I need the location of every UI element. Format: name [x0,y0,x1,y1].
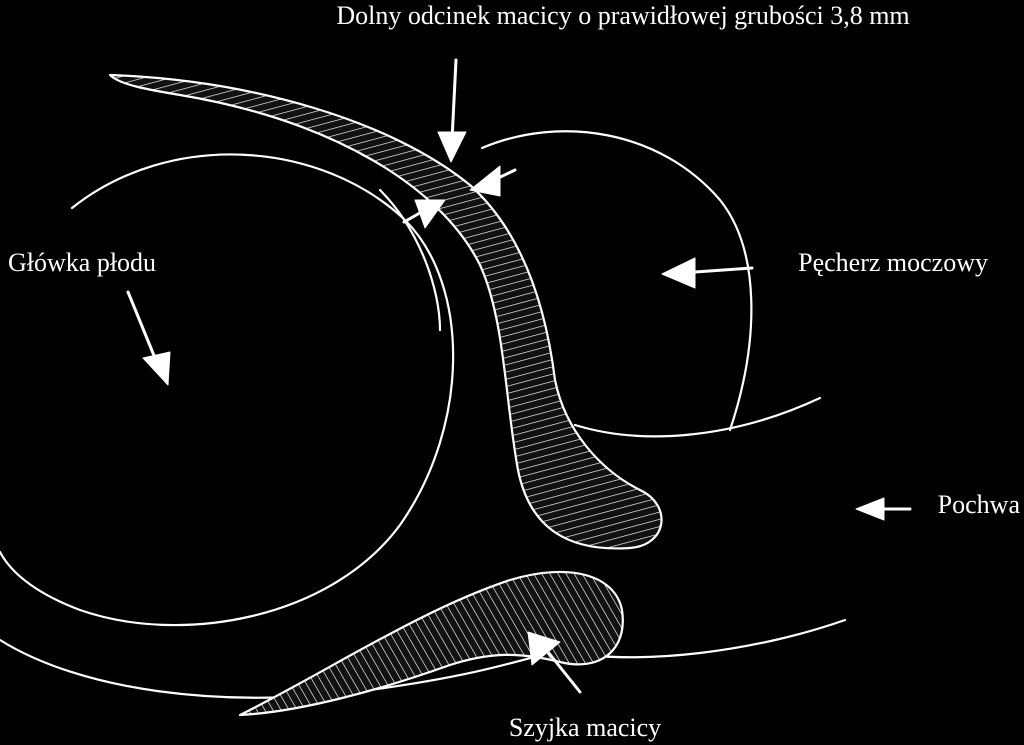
arrow-fetal-head [126,290,171,386]
arrow-vagina [855,497,912,521]
arrow-cervix [527,631,582,694]
bladder-outline [480,130,822,438]
label-vagina: Pochwa [938,490,1021,519]
arrow-bladder [661,257,754,289]
arrow-lower-segment [437,58,467,163]
label-cervix: Szyjka macicy [509,713,661,742]
arrow-thickness-inner [402,199,446,229]
label-bladder: Pęcherz moczowy [798,248,988,277]
cervix-shape [238,570,624,717]
label-fetal-head: Główka płodu [8,248,156,277]
arrow-thickness-outer [469,165,517,197]
fetal-head-outline [0,153,455,627]
label-lower-uterine-segment: Dolny odcinek macicy o prawidłowej grubo… [336,1,909,30]
lower-uterine-segment [108,73,663,550]
